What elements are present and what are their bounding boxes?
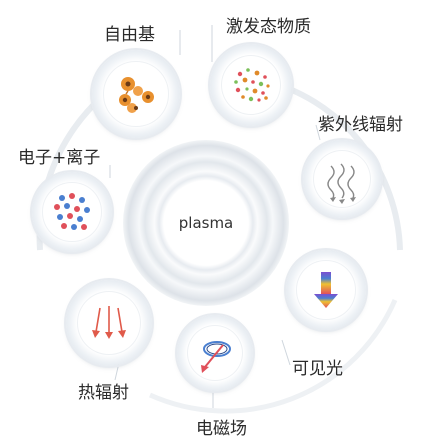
free-radicals-label: 自由基 [104, 25, 155, 45]
visible-light-label: 可见光 [292, 359, 343, 379]
plasma-core: plasma [123, 140, 289, 306]
excited-particles-icon [234, 68, 270, 102]
thermal-radiation-node [66, 280, 152, 366]
rainbow-arrow-icon [314, 272, 338, 308]
radical-molecules-icon [119, 77, 154, 113]
plasma-label: plasma [178, 214, 234, 232]
electromagnetic-field-node [177, 315, 253, 391]
electromagnetic-field-label: 电磁场 [196, 419, 247, 439]
electron-ion-particles-icon [54, 193, 90, 230]
uv-waves-icon [327, 163, 356, 204]
uv-radiation-label: 紫外线辐射 [318, 115, 403, 135]
free-radicals-node [92, 50, 180, 138]
thermal-radiation-label: 热辐射 [78, 383, 129, 403]
excited-species-node [210, 44, 292, 126]
uv-radiation-node [303, 140, 381, 218]
excited-species-label: 激发态物质 [226, 17, 311, 37]
em-field-arrow-icon [201, 341, 231, 373]
visible-light-node [286, 250, 366, 330]
electrons-ions-node [32, 172, 112, 252]
heat-arrows-icon [92, 306, 126, 339]
electrons-ions-label: 电子+离子 [18, 148, 101, 168]
